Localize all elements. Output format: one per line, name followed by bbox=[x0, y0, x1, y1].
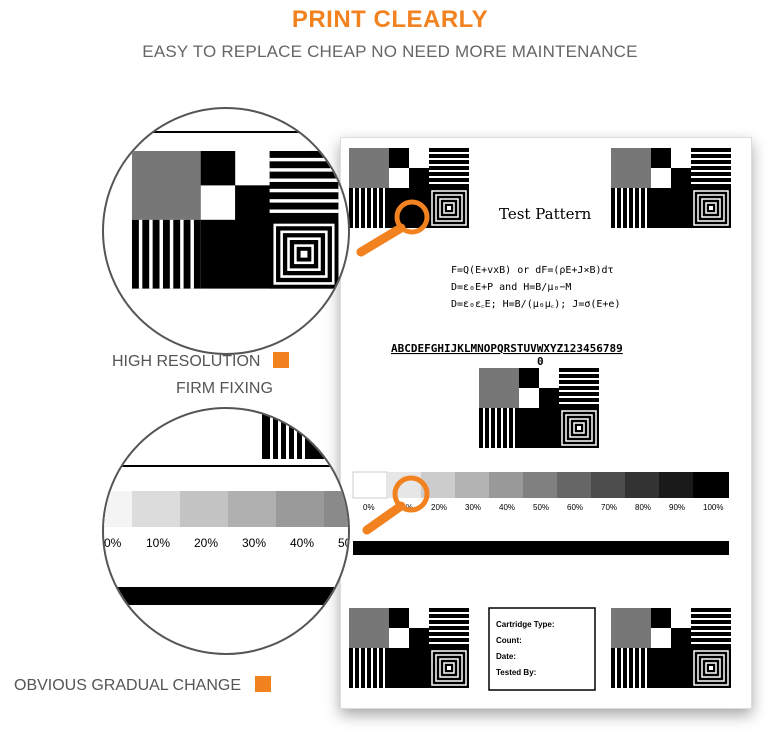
magnifier-handle-icon bbox=[356, 223, 406, 257]
test-page-graphic: Test Pattern F=Q(E+vxB) or dF=(ρE+J×B)dτ… bbox=[348, 147, 732, 691]
formula-line-1: F=Q(E+vxB) or dF=(ρE+J×B)dτ bbox=[451, 265, 614, 276]
black-bar bbox=[353, 541, 729, 555]
feature-high-resolution-label: HIGH RESOLUTION bbox=[112, 353, 261, 370]
orange-square-icon bbox=[272, 352, 289, 368]
gray-scale-strip bbox=[352, 471, 729, 499]
gray-level-label: 0% bbox=[363, 503, 375, 512]
magnifier-handle-icon-2 bbox=[362, 501, 406, 535]
zoom-level-label: 30% bbox=[242, 536, 266, 550]
page-title: PRINT CLEARLY bbox=[291, 6, 489, 33]
alphabet-extra: 0 bbox=[537, 355, 544, 368]
feature-firm-fixing: FIRM FIXING bbox=[176, 380, 273, 397]
zoom-level-label: 10% bbox=[146, 536, 170, 550]
gray-level-label: 30% bbox=[465, 503, 481, 512]
gray-level-label: 50% bbox=[533, 503, 549, 512]
gray-level-label: 90% bbox=[669, 503, 685, 512]
gray-level-label: 20% bbox=[431, 503, 447, 512]
formula-line-3: D=ε₀ε꜀E; H=B/(μ₀μ꜀); J=σ(E+e) bbox=[451, 299, 620, 310]
cartridge-info-card bbox=[488, 607, 596, 691]
gray-level-label: 100% bbox=[703, 503, 723, 512]
gray-level-label: 80% bbox=[635, 503, 651, 512]
page-subtitle: EASY TO REPLACE CHEAP NO NEED MORE MAINT… bbox=[142, 42, 638, 61]
zoom-level-label: 0% bbox=[104, 536, 122, 550]
zoom-level-label: 50 bbox=[338, 536, 348, 550]
count-label: Count: bbox=[496, 636, 522, 645]
cartridge-type-label: Cartridge Type: bbox=[496, 620, 555, 629]
gray-level-label: 40% bbox=[499, 503, 515, 512]
magnifier-lens-icon-2 bbox=[392, 475, 430, 513]
zoom-level-label: 40% bbox=[290, 536, 314, 550]
orange-square-icon bbox=[255, 676, 272, 692]
date-label: Date: bbox=[496, 652, 516, 661]
zoom-level-label: 20% bbox=[194, 536, 218, 550]
feature-high-resolution: HIGH RESOLUTION bbox=[112, 352, 289, 371]
feature-gradual-change-label: OBVIOUS GRADUAL CHANGE bbox=[14, 677, 242, 694]
gray-level-label: 70% bbox=[601, 503, 617, 512]
test-pattern-heading: Test Pattern bbox=[499, 205, 592, 223]
zoom-circle-gradient: 0% 10% 20% 30% 40% 50 bbox=[102, 407, 350, 655]
alphabet-line: ABCDEFGHIJKLMNOPQRSTUVWXYZ123456789 bbox=[391, 342, 623, 355]
feature-gradual-change: OBVIOUS GRADUAL CHANGE bbox=[14, 676, 272, 695]
tested-by-label: Tested By: bbox=[496, 668, 536, 677]
magnifier-lens-icon bbox=[394, 199, 430, 235]
formula-line-2: D=ε₀E+P and H=B/μ₀−M bbox=[451, 282, 571, 293]
zoom-circle-resolution bbox=[102, 107, 350, 355]
gray-level-label: 60% bbox=[567, 503, 583, 512]
